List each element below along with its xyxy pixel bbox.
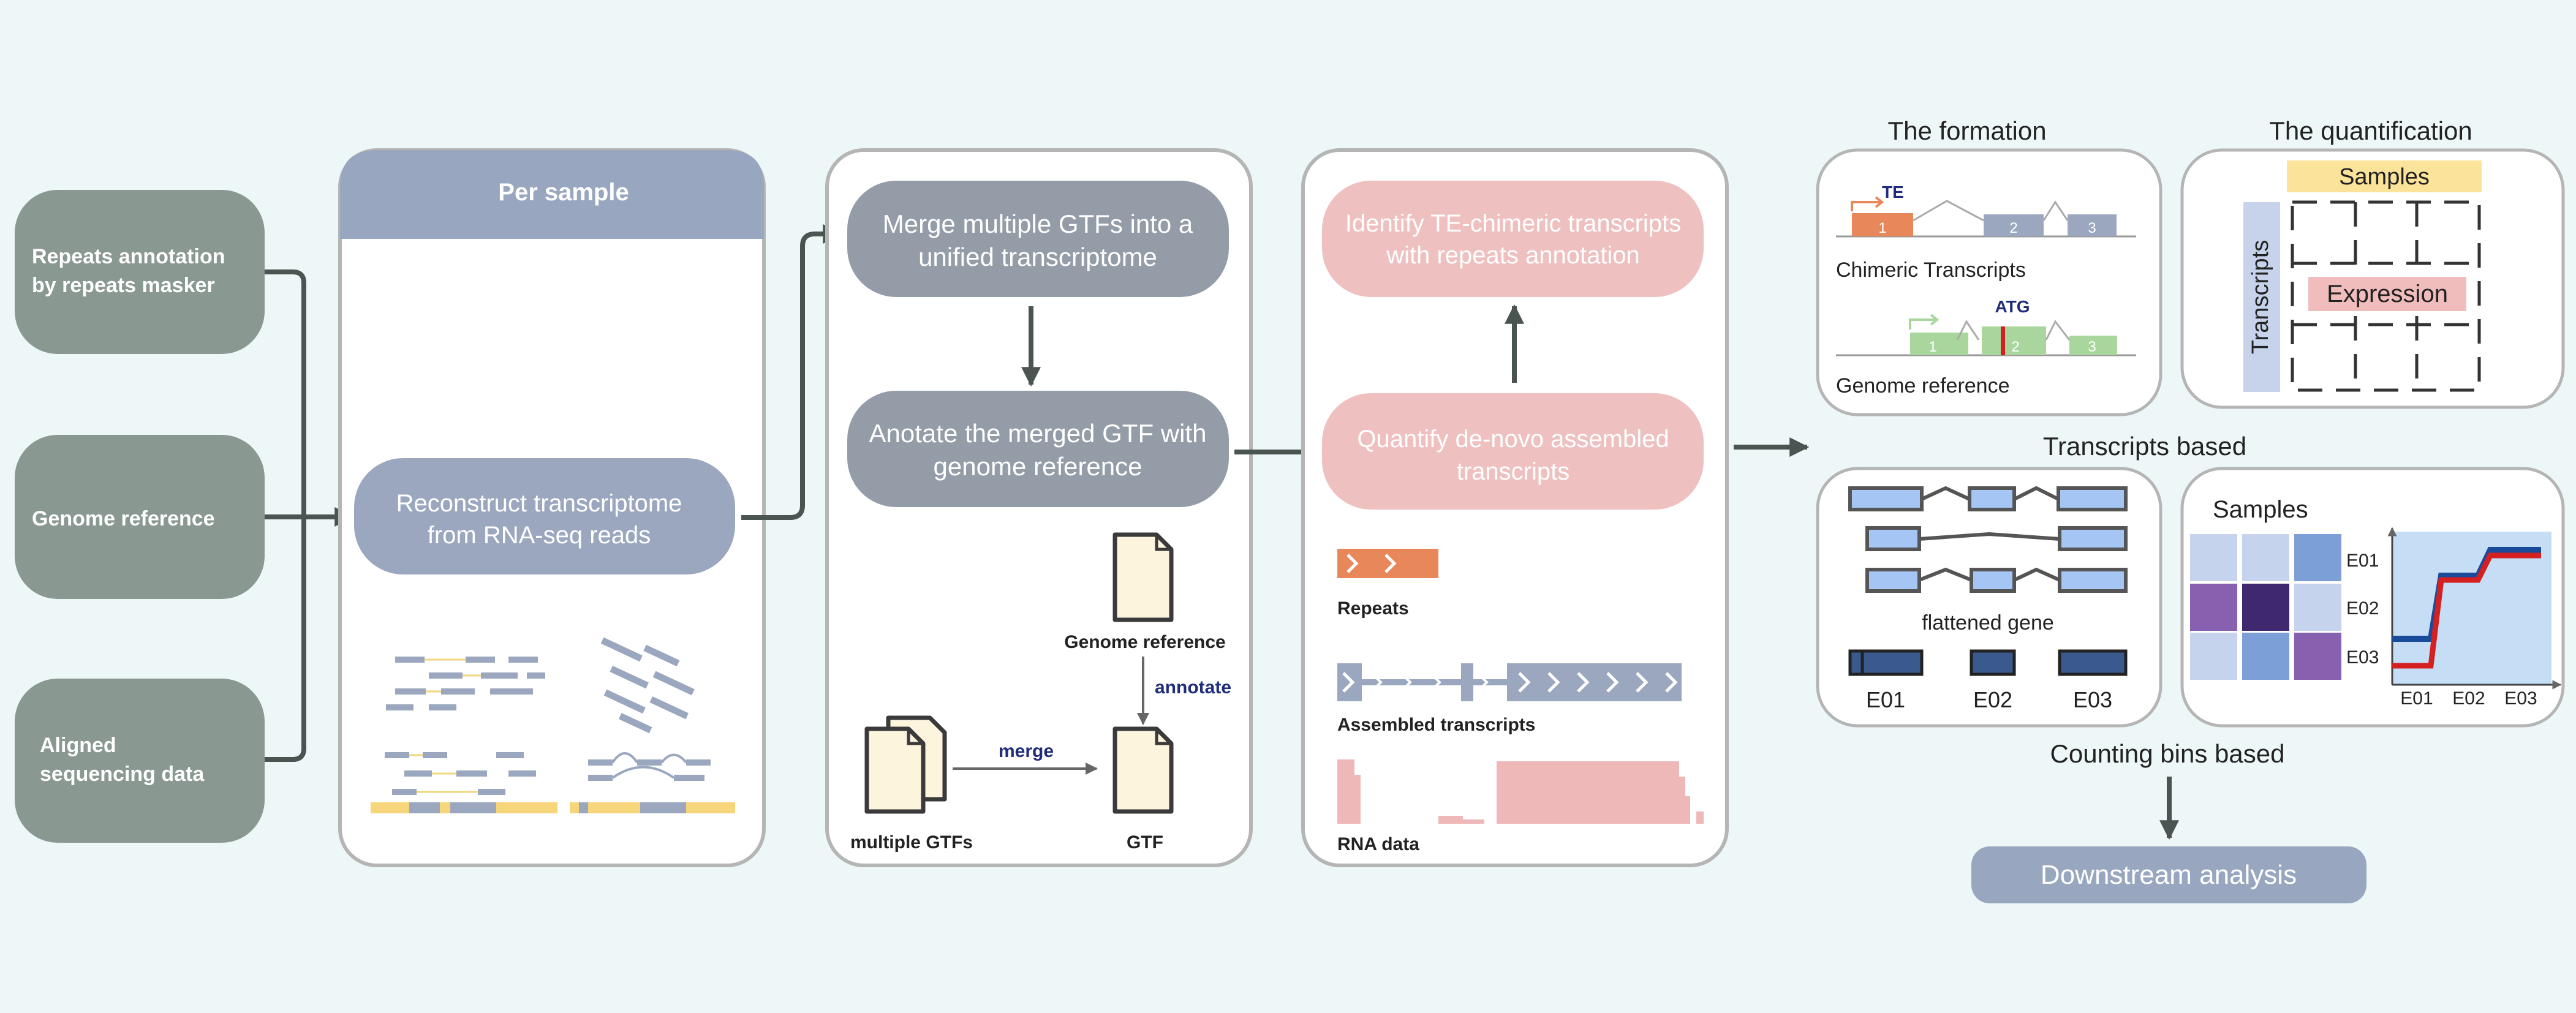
formation-genome-ref-label: Genome reference bbox=[1836, 374, 2010, 397]
input-repeats-box: Repeats annotation by repeats masker bbox=[15, 190, 265, 354]
merge-box-line2: unified transcriptome bbox=[918, 243, 1157, 271]
transcripts-axis-label: Transcripts bbox=[2248, 240, 2273, 355]
assembled-transcripts-illustration bbox=[1337, 663, 1682, 701]
quantify-box-line2: transcripts bbox=[1457, 458, 1570, 485]
genome-ref-file-icon bbox=[1112, 532, 1174, 622]
formation-exon-3a: 3 bbox=[2088, 220, 2096, 236]
samples-header: Samples bbox=[2339, 164, 2430, 190]
chimeric-transcripts-label: Chimeric Transcripts bbox=[1836, 258, 2026, 282]
samples-bins-panel: Samples E01 E02 E03 E01 E02 E03 bbox=[2180, 467, 2565, 728]
input-aligned-box: Aligned sequencing data bbox=[15, 679, 265, 843]
repeats-illustration bbox=[1337, 549, 1438, 578]
quantify-box-line1: Quantify de-novo assembled bbox=[1357, 426, 1669, 453]
formation-exon-1b: 1 bbox=[1928, 339, 1936, 355]
input-aligned-line2: sequencing data bbox=[40, 763, 205, 786]
annotate-box-line1: Anotate the merged GTF with bbox=[869, 419, 1207, 448]
arrow-to-merge bbox=[741, 224, 843, 520]
input-genome-label: Genome reference bbox=[32, 507, 215, 530]
genome-ref-file-label: Genome reference bbox=[1064, 632, 1225, 652]
rna-data-label: RNA data bbox=[1337, 834, 1419, 854]
bin-label-e01: E01 bbox=[1866, 687, 1905, 712]
merge-label: merge bbox=[999, 741, 1054, 761]
plot-tick-e01: E01 bbox=[2400, 688, 2433, 709]
identify-box bbox=[1322, 181, 1704, 297]
te-panel: Identify TE-chimeric transcripts with re… bbox=[1301, 148, 1729, 867]
repeats-label: Repeats bbox=[1337, 598, 1409, 619]
merge-box bbox=[847, 181, 1229, 297]
formation-title: The formation bbox=[1887, 116, 2046, 145]
quantification-panel: Samples Transcripts Expression bbox=[2180, 148, 2565, 409]
reads-illustration-right bbox=[570, 637, 735, 813]
heatmap-row-e01: E01 bbox=[2346, 551, 2379, 571]
quantification-title: The quantification bbox=[2269, 116, 2472, 145]
formation-panel: 1 TE 2 3 Chimeric Transcripts 1 2 ATG 3 … bbox=[1816, 148, 2162, 416]
heatmap-row-e03: E03 bbox=[2346, 647, 2379, 668]
plot-tick-e03: E03 bbox=[2504, 688, 2537, 709]
plot-tick-e02: E02 bbox=[2452, 688, 2485, 709]
merge-panel: Merge multiple GTFs into a unified trans… bbox=[825, 148, 1253, 867]
merge-box-line1: Merge multiple GTFs into a bbox=[883, 209, 1193, 238]
identify-box-line2: with repeats annotation bbox=[1386, 242, 1640, 269]
annotate-label: annotate bbox=[1155, 677, 1231, 698]
sample-heatmap bbox=[2190, 534, 2341, 680]
transcripts-based-title: Transcripts based bbox=[2043, 432, 2246, 461]
downstream-analysis-box bbox=[1971, 846, 2366, 903]
multiple-gtfs-icon bbox=[864, 715, 947, 814]
bin-expression-plot bbox=[2387, 527, 2562, 690]
atg-label: ATG bbox=[1995, 297, 2030, 316]
input-aligned-line1: Aligned bbox=[40, 734, 116, 757]
reads-illustration-left bbox=[371, 657, 557, 813]
multiple-gtfs-label: multiple GTFs bbox=[850, 832, 973, 853]
te-label: TE bbox=[1882, 183, 1904, 201]
per-sample-header: Per sample bbox=[498, 179, 629, 206]
input-bracket-arrows bbox=[265, 269, 355, 762]
bin-label-e03: E03 bbox=[2073, 687, 2112, 712]
input-repeats-line1: Repeats annotation bbox=[32, 245, 225, 268]
formation-exon-1a: 1 bbox=[1878, 220, 1886, 236]
reconstruct-line2: from RNA-seq reads bbox=[428, 522, 651, 549]
rna-data-illustration bbox=[1337, 759, 1704, 824]
per-sample-panel: Per sample Reconstruct transcriptome fro… bbox=[338, 148, 766, 867]
counting-bins-title: Counting bins based bbox=[2050, 739, 2285, 768]
assembled-label: Assembled transcripts bbox=[1337, 715, 1535, 735]
input-genome-box: Genome reference bbox=[15, 435, 265, 599]
quantify-box bbox=[1322, 393, 1704, 510]
identify-box-line1: Identify TE-chimeric transcripts bbox=[1345, 210, 1681, 237]
annotate-box-line2: genome reference bbox=[934, 452, 1143, 481]
heatmap-row-e02: E02 bbox=[2346, 598, 2379, 619]
formation-exon-2a: 2 bbox=[2009, 220, 2017, 236]
reconstruct-box bbox=[354, 458, 735, 574]
bin-label-e02: E02 bbox=[1973, 687, 2012, 712]
flattened-gene-panel: flattened gene E01 E02 E03 bbox=[1816, 467, 2162, 728]
flattened-bins bbox=[1848, 649, 2128, 676]
formation-exon-2b: 2 bbox=[2011, 339, 2019, 355]
annotate-box bbox=[847, 391, 1229, 507]
downstream-analysis-label: Downstream analysis bbox=[2041, 860, 2297, 890]
expression-label: Expression bbox=[2327, 281, 2448, 307]
reconstruct-line1: Reconstruct transcriptome bbox=[396, 490, 682, 517]
input-repeats-line2: by repeats masker bbox=[32, 274, 215, 297]
gtf-file-icon bbox=[1112, 726, 1174, 814]
samples-panel-title: Samples bbox=[2213, 496, 2308, 523]
flattened-gene-label: flattened gene bbox=[1922, 611, 2054, 635]
gtf-label: GTF bbox=[1127, 832, 1163, 853]
formation-exon-3b: 3 bbox=[2088, 339, 2096, 355]
